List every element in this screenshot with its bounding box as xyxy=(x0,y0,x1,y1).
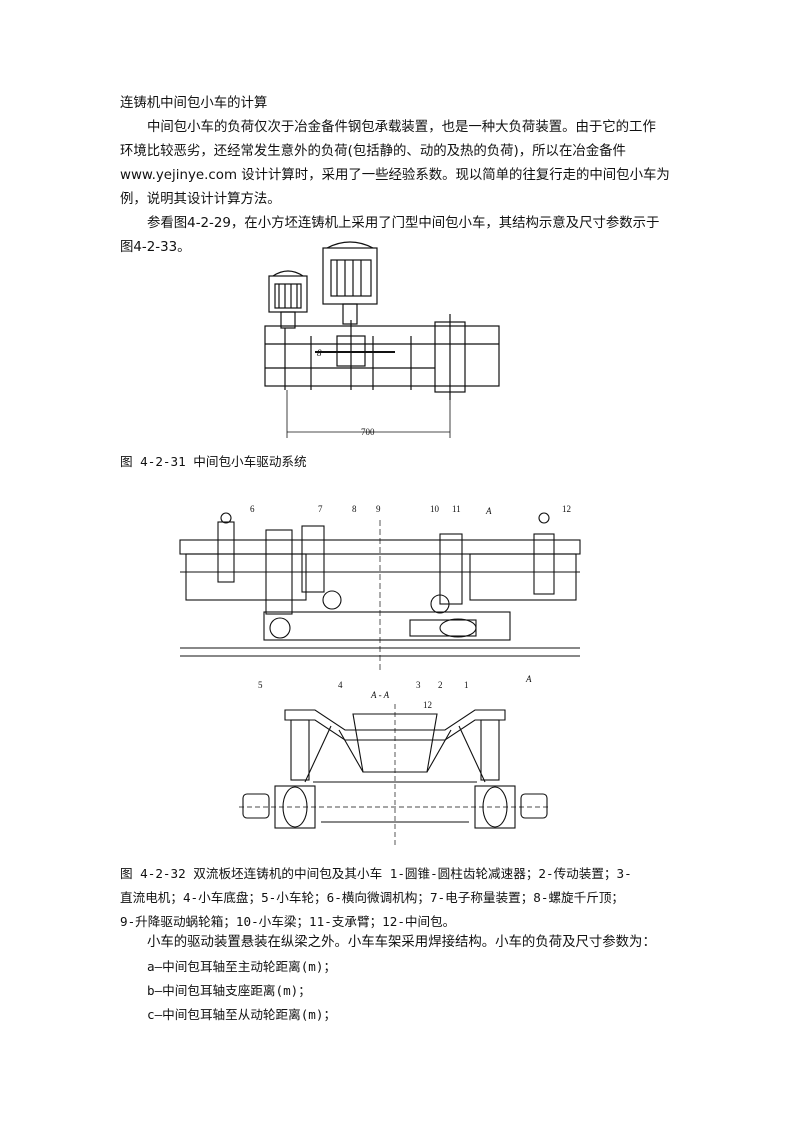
mark-8: 8 xyxy=(317,348,322,358)
doc-title: 连铸机中间包小车的计算 xyxy=(120,96,268,111)
section-wheel-left xyxy=(242,793,270,819)
car-chassis xyxy=(263,611,511,641)
list-item-c: c—中间包耳轴至从动轮距离(m)； xyxy=(147,1007,337,1022)
drive-frame xyxy=(264,325,500,387)
callout-10: 10 xyxy=(430,504,440,514)
callout-1: 1 xyxy=(464,680,469,690)
dim-700: 700 xyxy=(361,427,375,437)
intro-line-1: 中间包小车的负荷仅次于冶金备件钢包承载装置，也是一种大负荷装置。由于它的工作 xyxy=(147,120,656,135)
section-mark-top: A xyxy=(485,506,492,516)
left-motor-core xyxy=(274,283,302,309)
car-wheel xyxy=(269,617,291,639)
intro-line-3: www.yejinye.com 设计计算时，采用了一些经验系数。现以简单的往复行… xyxy=(120,168,670,183)
figure-32-caption-2: 直流电机；4-小车底盘；5-小车轮；6-横向微调机构；7-电子称量装置；8-螺旋… xyxy=(120,890,625,905)
callout-3: 3 xyxy=(416,680,421,690)
para3: 小车的驱动装置悬装在纵梁之外。小车车架采用焊接结构。小车的负荷及尺寸参数为： xyxy=(147,935,656,950)
callout-7: 7 xyxy=(318,504,323,514)
list-item-b: b—中间包耳轴支座距离(m)； xyxy=(147,983,311,998)
figure-32-caption-3: 9-升降驱动蜗轮箱；10-小车梁；11-支承臂；12-中间包。 xyxy=(120,914,456,929)
figure-drive-system: 700 8 xyxy=(264,241,500,438)
callout-9: 9 xyxy=(376,504,381,514)
section-title: A - A xyxy=(370,690,390,700)
main-motor-core xyxy=(330,259,372,297)
callout-12: 12 xyxy=(562,504,571,514)
support-arm xyxy=(439,533,463,605)
figure-tundish-car-side: 6 7 8 9 10 11 12 A 5 4 3 2 1 A xyxy=(179,504,581,690)
callout-8: 8 xyxy=(352,504,357,514)
figure-32-caption-1: 图 4-2-32 双流板坯连铸机的中间包及其小车 1-圆锥-圆柱齿轮减速器；2-… xyxy=(120,866,632,881)
intro-line-4: 例，说明其设计计算方法。 xyxy=(120,192,281,207)
figure-31-caption: 图 4-2-31 中间包小车驱动系统 xyxy=(120,454,307,469)
callout-5: 5 xyxy=(258,680,263,690)
list-item-a: a—中间包耳轴至主动轮距离(m)； xyxy=(147,959,337,974)
callout-2: 2 xyxy=(438,680,443,690)
section-wheel-right xyxy=(520,793,548,819)
para2-line-2: 图4-2-33。 xyxy=(120,240,191,255)
intro-line-2: 环境比较恶劣，还经常发生意外的负荷(包括静的、动的及热的负荷)，所以在冶金备件 xyxy=(120,144,626,159)
section-frame xyxy=(284,709,506,741)
callout-11: 11 xyxy=(452,504,461,514)
callout-4: 4 xyxy=(338,680,343,690)
section-mark-bottom: A xyxy=(525,674,532,684)
section-callout-12: 12 xyxy=(423,700,432,710)
callout-6: 6 xyxy=(250,504,255,514)
para2-line-1: 参看图4-2-29，在小方坯连铸机上采用了门型中间包小车，其结构示意及尺寸参数示… xyxy=(147,216,660,231)
figure-tundish-section: A - A 12 xyxy=(239,690,551,846)
